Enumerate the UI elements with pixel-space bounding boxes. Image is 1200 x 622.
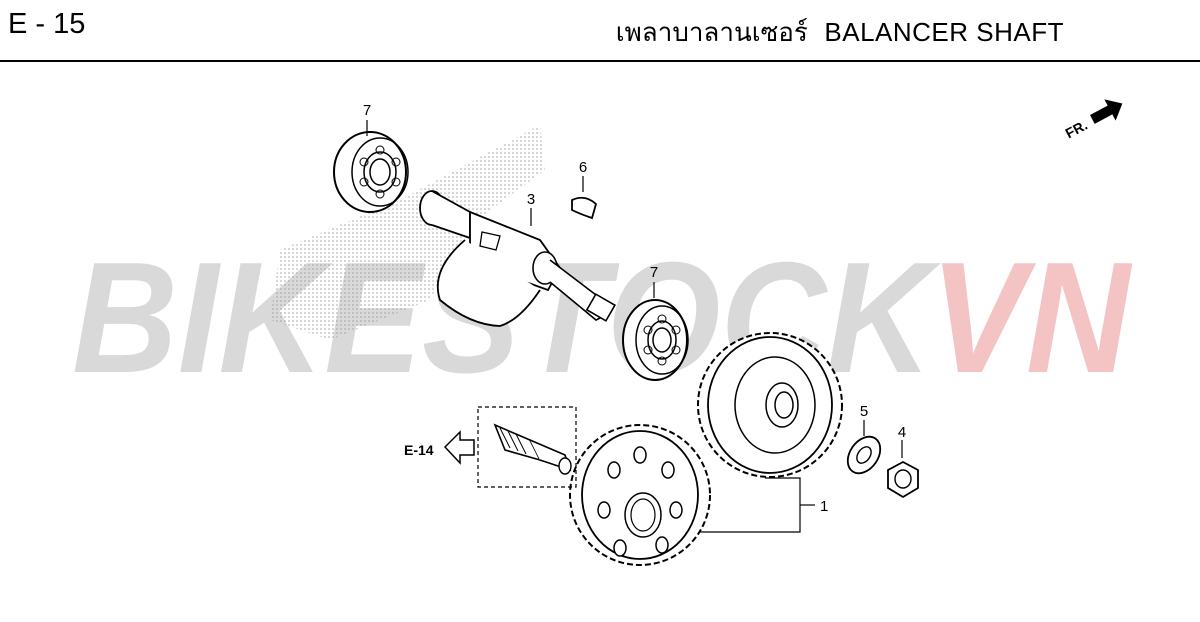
callout-washer: 5 [860,403,868,420]
balancer-shaft-illustration [419,190,616,327]
bearing-right-illustration [622,299,689,381]
bearing-top-illustration [333,131,409,213]
page-title-english: BALANCER SHAFT [824,17,1064,47]
cross-reference-arrow-icon [443,430,475,465]
header-divider [0,60,1200,62]
callout-shaft: 3 [527,191,535,208]
callout-gear-set: 1 [820,498,828,515]
callout-nut: 4 [898,424,906,441]
callout-bearing-right: 7 [650,264,658,281]
crankshaft-end-illustration [493,423,572,475]
front-direction-marker: FR. [1063,99,1123,142]
front-marker-label: FR. [1063,117,1090,142]
watermark-text-vn: VN [930,230,1133,406]
page-code: E - 15 [8,8,86,40]
washer-illustration [846,435,882,475]
driven-gear-large-illustration [697,332,843,478]
page-title: เพลาบาลานเซอร์ BALANCER SHAFT [616,12,1064,53]
leader-bracket-gear-set [700,477,815,533]
nut-illustration [887,460,919,499]
cross-reference-box [477,406,577,488]
drive-gear-small-illustration [569,424,711,566]
woodruff-key-illustration [571,196,598,220]
page-title-thai: เพลาบาลานเซอร์ [615,18,808,48]
cross-reference-label[interactable]: E-14 [404,442,434,458]
callout-bearing-top: 7 [363,102,371,119]
crankcase-ghost-shading [270,125,545,340]
front-arrow-icon [1090,99,1123,124]
callout-key: 6 [579,159,587,176]
